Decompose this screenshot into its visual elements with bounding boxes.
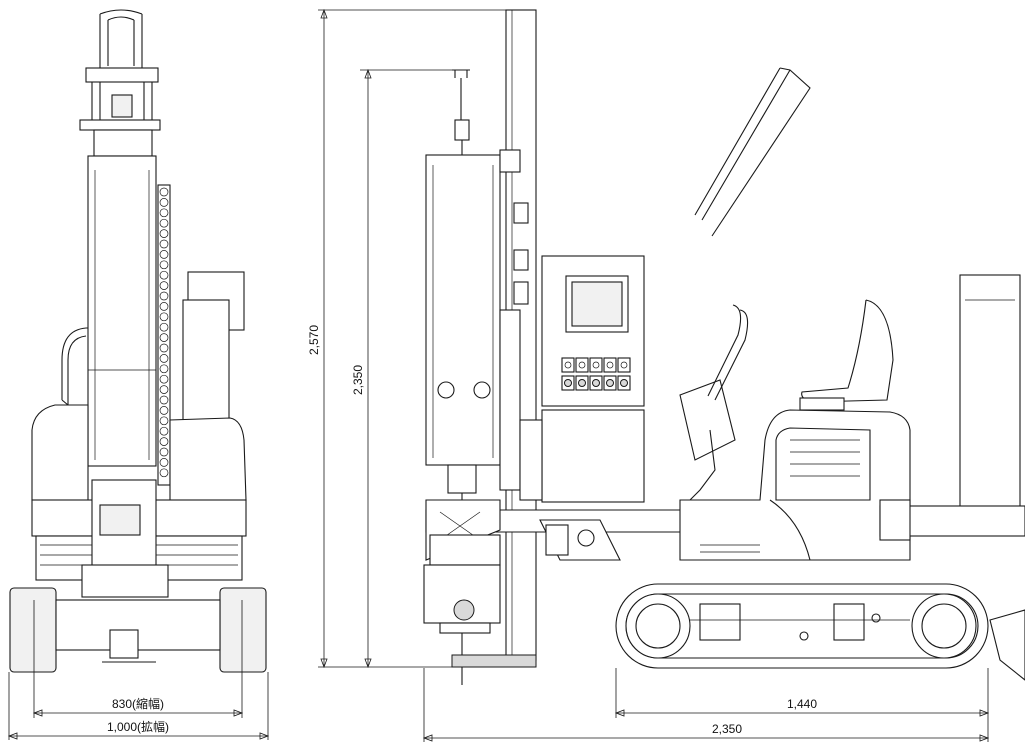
- strip-hole: [159, 218, 169, 228]
- strip-hole: [159, 187, 169, 197]
- strip-hole: [159, 447, 169, 457]
- strip-hole: [159, 437, 169, 446]
- control-button-dot: [606, 379, 614, 387]
- strip-hole: [159, 322, 169, 332]
- control-button-dot: [620, 361, 628, 369]
- strip-hole: [159, 458, 169, 467]
- front-hole-strip: [159, 187, 169, 478]
- strip-hole: [159, 416, 169, 426]
- control-button-frame: [589, 357, 603, 373]
- front-width-dimensions: 830(縮幅) 1,000(拡幅): [7, 600, 270, 740]
- strip-hole: [159, 406, 169, 415]
- strip-hole: [159, 250, 169, 259]
- dimension-width-retracted: 830(縮幅): [112, 696, 164, 711]
- control-button-frame: [575, 357, 589, 373]
- dimension-overall-height: 2,570: [307, 325, 321, 355]
- strip-hole: [159, 468, 169, 478]
- dimension-track-length: 1,440: [787, 697, 817, 711]
- strip-hole: [159, 208, 169, 218]
- front-view: [9, 9, 267, 673]
- strip-hole: [159, 354, 169, 363]
- strip-hole: [159, 374, 169, 384]
- strip-hole: [159, 281, 169, 290]
- side-length-dimensions: 1,440 2,350: [422, 668, 990, 742]
- strip-hole: [159, 260, 169, 270]
- strip-hole: [159, 426, 169, 436]
- control-button-dot: [564, 361, 572, 369]
- control-button-frame: [617, 357, 631, 373]
- side-height-dimensions: 2,570 2,350: [307, 8, 506, 669]
- strip-hole: [159, 239, 169, 249]
- control-button-frame: [603, 357, 617, 373]
- strip-hole: [159, 270, 169, 280]
- control-button-dot: [578, 361, 586, 369]
- control-button-dot: [578, 379, 586, 387]
- strip-hole: [159, 198, 169, 207]
- control-button-dot: [606, 361, 614, 369]
- dimension-overall-length: 2,350: [712, 722, 742, 736]
- control-button-dot: [620, 379, 628, 387]
- control-button-dot: [592, 361, 600, 369]
- strip-hole: [159, 343, 169, 353]
- control-button-frame: [561, 357, 575, 373]
- strip-hole: [159, 302, 169, 311]
- control-buttons: [561, 357, 631, 391]
- strip-hole: [159, 229, 169, 238]
- control-button-dot: [592, 379, 600, 387]
- strip-hole: [159, 291, 169, 301]
- dimension-width-extended: 1,000(拡幅): [107, 719, 169, 734]
- control-button-dot: [564, 379, 572, 387]
- strip-hole: [159, 364, 169, 374]
- strip-hole: [159, 333, 169, 342]
- side-view: [423, 9, 1025, 685]
- strip-hole: [159, 312, 169, 322]
- strip-hole: [159, 385, 169, 394]
- strip-hole: [159, 395, 169, 405]
- dimension-mast-height: 2,350: [351, 365, 365, 395]
